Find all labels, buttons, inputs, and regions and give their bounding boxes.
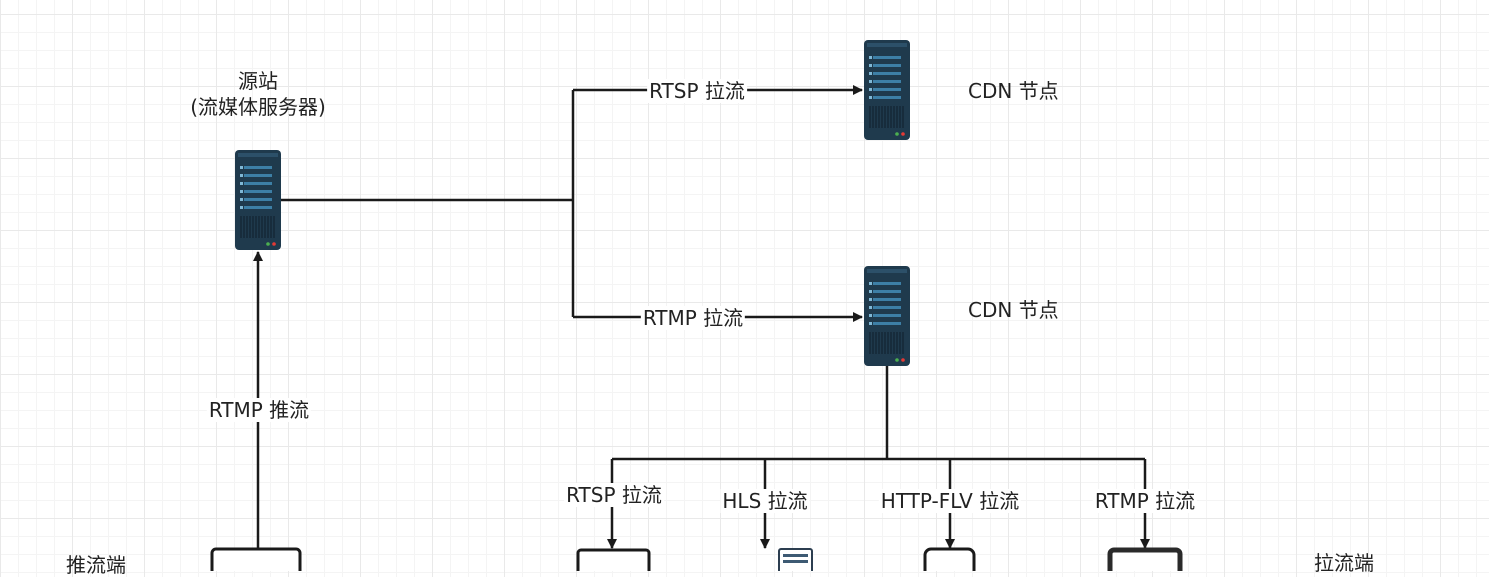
cdn-top-label: CDN 节点 [968, 79, 1059, 103]
httpflv-pull-client-label: HTTP-FLV 拉流 [878, 489, 1022, 513]
httpflv-client-device-icon [923, 547, 976, 571]
origin-server-icon [234, 149, 282, 251]
rtsp-pull-client-label: RTSP 拉流 [564, 483, 664, 507]
origin-title: 源站 [238, 69, 278, 93]
cdn-top-server-icon [863, 39, 911, 141]
push-side-label: 推流端 [66, 553, 126, 577]
rtmp-client-device-icon [1107, 547, 1183, 571]
pull-side-label: 拉流端 [1314, 551, 1374, 575]
origin-subtitle: (流媒体服务器) [190, 95, 326, 119]
rtsp-client-device-icon [576, 548, 651, 571]
rtmp-pull-mid-label: RTMP 拉流 [640, 306, 746, 330]
rtmp-push-label: RTMP 推流 [206, 398, 312, 422]
push-device-icon [210, 547, 302, 571]
hls-client-device-icon [778, 548, 813, 571]
cdn-bottom-server-icon [863, 265, 911, 367]
hls-pull-client-label: HLS 拉流 [720, 489, 810, 513]
rtmp-pull-client-label: RTMP 拉流 [1092, 489, 1198, 513]
cdn-bottom-label: CDN 节点 [968, 298, 1059, 322]
rtsp-pull-top-label: RTSP 拉流 [647, 79, 747, 103]
